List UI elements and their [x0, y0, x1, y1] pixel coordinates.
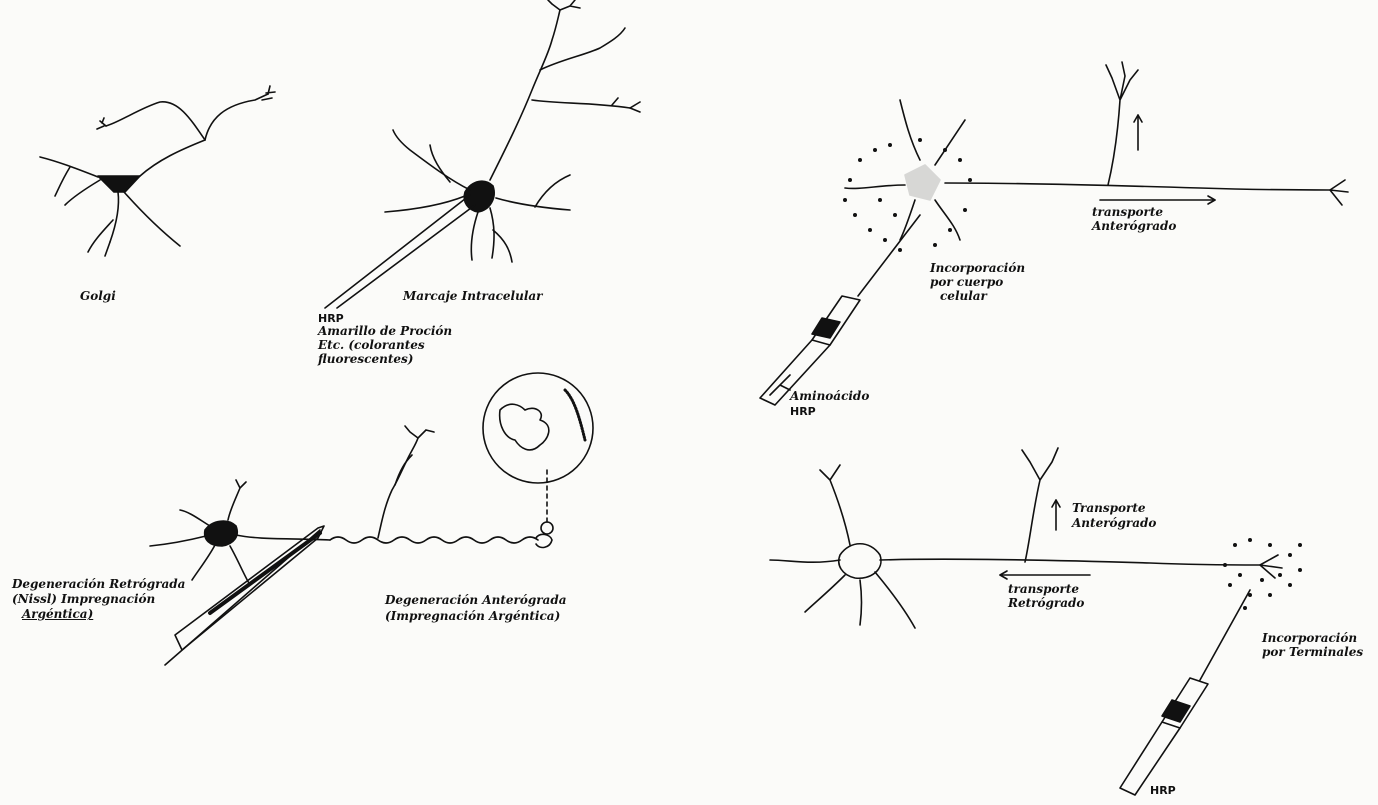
golgi-neuron: [40, 86, 275, 256]
label-retro-degen-2: (Nissl) Impregnación: [12, 593, 155, 606]
label-incorp-cell-1: Incorporación: [930, 262, 1025, 275]
label-incorp-term-2: por Terminales: [1262, 646, 1363, 659]
label-incorp-term-1: Incorporación: [1262, 632, 1357, 645]
retrograde-neuron: [770, 448, 1282, 795]
label-incorp-cell-3: celular: [940, 290, 987, 303]
label-aminoacid: Aminoácido: [790, 390, 869, 403]
injection-dots-terminal: [1223, 538, 1302, 610]
label-transport-antero-top-1: transporte: [1092, 206, 1163, 219]
label-transport-antero-bot-1: Transporte: [1072, 502, 1146, 515]
label-incorp-cell-2: por cuerpo: [930, 276, 1003, 289]
label-hrp-2: HRP: [790, 405, 816, 418]
label-markers-3: fluorescentes): [318, 353, 413, 366]
label-markers-1: Amarillo de Proción: [318, 325, 452, 338]
label-golgi: Golgi: [80, 290, 116, 303]
label-transport-retro-2: Retrógrado: [1008, 597, 1084, 610]
label-antero-degen-2: (Impregnación Argéntica): [385, 610, 560, 623]
label-transport-retro-1: transporte: [1008, 583, 1079, 596]
anterograde-neuron: [760, 62, 1348, 405]
label-intracellular: Marcaje Intracelular: [403, 290, 542, 303]
label-transport-antero-bot-2: Anterógrado: [1072, 517, 1156, 530]
label-antero-degen-1: Degeneración Anterógrada: [385, 594, 567, 607]
label-hrp-3: HRP: [1150, 784, 1176, 797]
label-markers-2: Etc. (colorantes: [318, 339, 425, 352]
label-retro-degen-1: Degeneración Retrógrada: [12, 578, 185, 591]
intracellular-neuron: [325, 0, 640, 308]
injection-dots-cell: [843, 138, 972, 252]
label-retro-degen-3: Argéntica): [22, 608, 93, 621]
label-transport-antero-top-2: Anterógrado: [1092, 220, 1176, 233]
